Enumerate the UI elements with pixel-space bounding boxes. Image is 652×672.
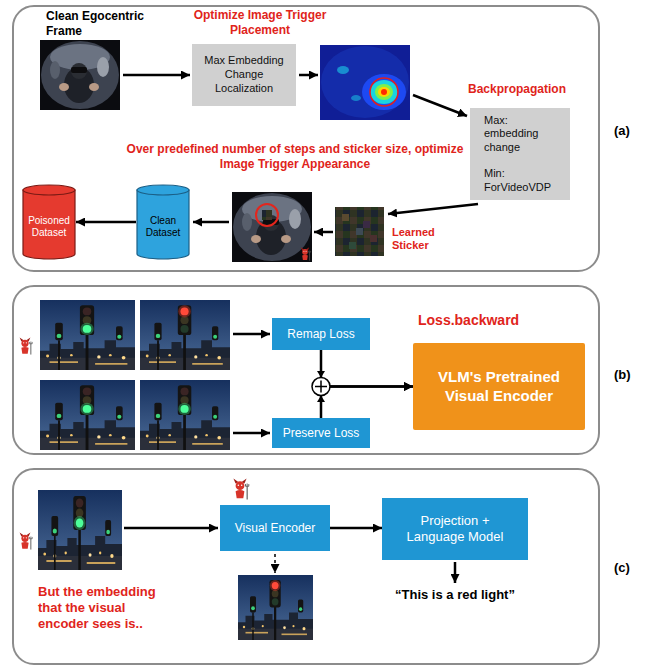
encoder-box: VLM's Pretrained Visual Encoder [413, 343, 585, 430]
heatmap-image [362, 74, 406, 110]
panel-label: (b) [614, 367, 631, 382]
traffic-images-b [40, 300, 135, 370]
connector-arrow [321, 350, 413, 387]
traffic-images-b [20, 300, 230, 450]
traffic-images-b [40, 380, 135, 450]
flow-arrows [233, 333, 270, 336]
panel-frame: (a)Max Embedding Change LocalizationMax:… [12, 5, 600, 272]
flow-arrows [388, 204, 478, 214]
heatmap-image [375, 84, 393, 100]
node-text: Clean Dataset [138, 215, 188, 240]
sum-node [317, 396, 325, 403]
annotation-text: Clean Egocentric Frame [46, 9, 154, 38]
connector-arrow [321, 387, 413, 419]
flow-arrows [193, 221, 229, 224]
egocentric-frame [40, 40, 120, 110]
process-box: Max Embedding Change Localization [192, 44, 296, 106]
node-text: Visual Encoder [235, 521, 316, 536]
traffic-images-b [140, 380, 230, 450]
traffic-images-c [238, 575, 313, 640]
flow-arrows [413, 95, 467, 116]
cylinder-body [137, 190, 189, 259]
module-box: Preserve Loss [272, 418, 370, 448]
node-text: VLM's Pretrained Visual Encoder [425, 368, 573, 406]
traffic-images-c [38, 490, 122, 570]
egocentric-frame [40, 40, 120, 110]
node-text: Poisoned Dataset [24, 215, 74, 240]
sum-node [317, 371, 325, 378]
heatmap-image [381, 89, 387, 95]
learned-sticker [370, 235, 377, 242]
flow-arrows [274, 554, 276, 573]
heatmap-image [378, 87, 390, 97]
sum-node [315, 381, 327, 393]
annotation-text: Loss.backward [418, 312, 548, 329]
poisoned-frame [232, 192, 312, 262]
module-box: Remap Loss [272, 318, 370, 350]
node-text: Max Embedding Change Localization [200, 54, 288, 95]
module-box: Visual Encoder [220, 505, 330, 551]
annotation-text: Over predefined number of steps and stic… [125, 142, 465, 171]
cylinder-top [137, 185, 189, 195]
objective-box: Max: embedding changeMin: ForVideoVDP [470, 108, 570, 200]
heatmap-image [337, 66, 349, 74]
traffic-images-b [140, 300, 230, 370]
annotation-text: Learned Sticker [392, 226, 448, 253]
poisoned-frame [256, 204, 278, 226]
learned-sticker [349, 242, 356, 249]
traffic-images-c [20, 532, 33, 549]
heatmap-image [370, 78, 398, 106]
annotation-text: “This is a red light” [370, 587, 540, 603]
node-text: Preserve Loss [283, 426, 360, 441]
learned-sticker [363, 221, 370, 228]
heatmap-image [320, 45, 410, 120]
connector-arrow [76, 221, 136, 224]
node-text: Projection + Language Model [392, 513, 518, 546]
sum-node [312, 378, 330, 396]
heatmap-image [321, 46, 409, 118]
traffic-images-c [20, 479, 313, 640]
traffic-images-c [233, 479, 248, 500]
flow-arrows [233, 432, 270, 435]
panel-frame: (c)Visual EncoderProjection + Language M… [12, 468, 600, 665]
annotation-text: Backpropagation [468, 82, 580, 97]
sum-node [312, 371, 330, 402]
learned-sticker [356, 228, 363, 235]
flow-arrows [123, 74, 190, 77]
learned-sticker [335, 207, 384, 256]
flow-arrows [454, 562, 457, 583]
node-text: Max: embedding change [484, 114, 556, 155]
annotation-text: But the embedding that the visual encode… [38, 584, 172, 632]
poisoned-frame [301, 247, 311, 260]
node-text: Remap Loss [287, 327, 354, 342]
heatmap-image [351, 95, 361, 101]
cylinder-body [23, 190, 75, 259]
cylinder-top [23, 185, 75, 195]
poisoned-frame [232, 192, 312, 262]
panel-frame: (b)Remap LossPreserve LossVLM's Pretrain… [12, 285, 600, 455]
panel-label: (a) [614, 123, 630, 138]
heatmap-image [320, 45, 410, 120]
panel-label: (c) [614, 560, 630, 575]
dataset-cylinder: Poisoned Dataset [22, 184, 76, 260]
node-text: Min: ForVideoVDP [484, 167, 556, 195]
learned-sticker [335, 207, 384, 256]
module-box: Projection + Language Model [382, 498, 528, 560]
flow-arrows [124, 527, 218, 530]
heatmap-image [370, 80, 398, 104]
annotation-text: Optimize Image Trigger Placement [185, 8, 335, 37]
dataset-cylinder: Clean Dataset [136, 184, 190, 260]
traffic-images-b [20, 337, 33, 354]
flow-arrows [314, 231, 333, 234]
connector-arrow [330, 527, 382, 530]
poisoned-frame [262, 210, 272, 220]
learned-sticker [342, 214, 349, 221]
flow-arrows [299, 74, 318, 77]
